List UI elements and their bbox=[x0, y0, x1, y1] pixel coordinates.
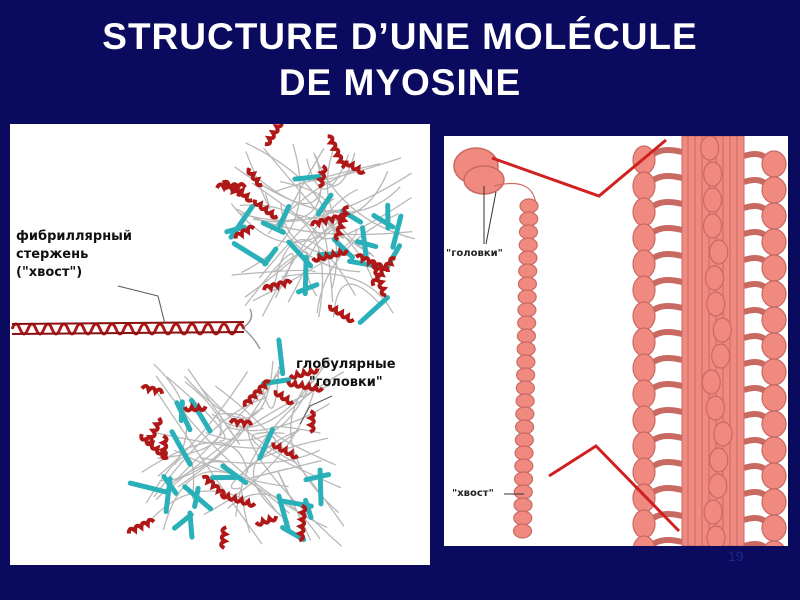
right-tail-label: "хвост" bbox=[452, 488, 494, 499]
tail-label: фибриллярный стержень ("хвост") bbox=[16, 228, 132, 282]
slide-title: STRUCTURE D’UNE MOLÉCULE DE MYOSINE bbox=[0, 14, 800, 106]
title-line-2: DE MYOSINE bbox=[0, 60, 800, 106]
fibrillar-tail bbox=[12, 322, 244, 334]
molecule-tail bbox=[494, 184, 538, 539]
upper-globular-head bbox=[217, 124, 415, 322]
protein-structure-figure: фибриллярный стержень ("хвост") глобуляр… bbox=[10, 124, 430, 565]
filament-diagram bbox=[444, 136, 788, 546]
molecule-heads bbox=[454, 148, 504, 194]
title-line-1: STRUCTURE D’UNE MOLÉCULE bbox=[0, 14, 800, 60]
myosin-filament-figure: "головки" "хвост" bbox=[444, 136, 788, 546]
ribbon-diagram bbox=[10, 124, 430, 565]
heads-label: глобулярные "головки" bbox=[296, 356, 396, 392]
right-heads-label: "головки" bbox=[446, 248, 503, 259]
page-number: 19 bbox=[728, 548, 744, 564]
